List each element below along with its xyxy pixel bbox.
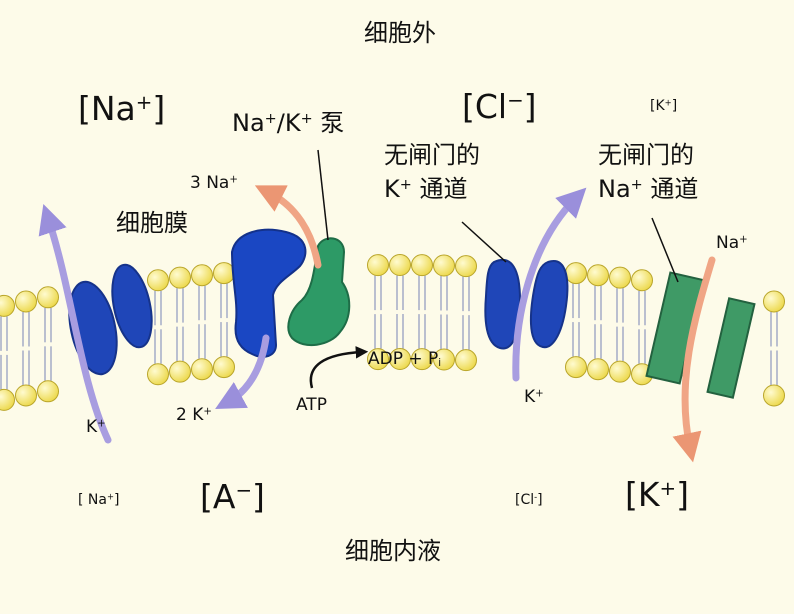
- lipid-tail-pair: [462, 276, 470, 350]
- left-k-efflux-arrow: [38, 204, 112, 444]
- na-channel: [645, 271, 756, 399]
- outside-region-label: 细胞外: [364, 19, 436, 47]
- lipid-head: [191, 264, 213, 287]
- lipid-tail-pair: [176, 288, 184, 362]
- k-influx-arrow: [215, 334, 270, 410]
- k-channel: [484, 259, 569, 350]
- atp-label: ATP: [296, 395, 327, 415]
- lipid-head: [367, 254, 389, 277]
- lipid-head: [37, 380, 59, 403]
- lipid-head: [565, 356, 587, 379]
- na-channel-flow-label: Na+: [716, 233, 748, 253]
- lipid-tail-pair: [770, 311, 778, 385]
- lipid-head: [565, 262, 587, 285]
- lipid-heads: [0, 254, 785, 411]
- inside-region-label: 细胞内液: [345, 537, 441, 565]
- lipid-head: [455, 349, 477, 372]
- lipid-head: [37, 286, 59, 309]
- lipid-tail-pair: [396, 275, 404, 349]
- inside-k-concentration: [K+]: [625, 475, 689, 514]
- outside-na-concentration: [Na+]: [78, 89, 166, 128]
- lipid-head: [213, 262, 235, 285]
- lipid-head: [367, 348, 389, 371]
- lipid-tail-pair: [440, 276, 448, 350]
- na-channel-leader-line: [651, 217, 679, 283]
- lipid-head: [169, 360, 191, 383]
- lipid-head: [411, 254, 433, 277]
- pump-leader-line: [317, 149, 329, 241]
- na-k-pump: [230, 228, 351, 358]
- lipid-head: [191, 358, 213, 381]
- lipid-head: [0, 294, 15, 317]
- lipid-head: [763, 384, 785, 407]
- na-channel-title-line1: 无闸门的: [598, 141, 694, 169]
- lipid-tail-pair: [572, 283, 580, 357]
- lipid-head: [15, 384, 37, 407]
- lipid-head: [389, 254, 411, 276]
- lipid-tail-pair: [418, 275, 426, 349]
- lipid-tail-pair: [198, 285, 206, 359]
- lipid-head: [631, 269, 653, 292]
- k-channel-leader-line: [461, 221, 507, 263]
- adp-pi-label: ADP + Pi: [368, 349, 442, 370]
- lipid-tail-pair: [638, 290, 646, 364]
- lipid-tail-pair: [154, 290, 162, 364]
- lipid-head: [147, 363, 169, 386]
- lipid-tail-pair: [22, 311, 30, 385]
- pump-k-count: 2 K+: [176, 405, 212, 425]
- lipid-head: [433, 348, 455, 371]
- lipid-tails: [0, 275, 778, 390]
- na-channel-title-line2: Na+ 通道: [598, 175, 699, 203]
- lipid-tail-pair: [594, 285, 602, 359]
- left-k-flow-label: K+: [86, 417, 106, 437]
- k-channel-efflux-arrow: [512, 187, 587, 382]
- lipid-head: [763, 290, 785, 313]
- k-channel-flow-label: K+: [524, 387, 544, 407]
- lipid-tail-pair: [44, 307, 52, 381]
- lipid-head: [15, 290, 37, 313]
- lipid-tail-pair: [220, 283, 228, 357]
- outside-k-concentration: [K+]: [650, 97, 678, 114]
- lipid-head: [609, 360, 631, 383]
- inside-a-concentration: [A−]: [200, 477, 265, 516]
- lipid-head: [147, 269, 169, 292]
- membrane-label: 细胞膜: [116, 209, 188, 237]
- lipid-head: [587, 264, 609, 287]
- atp-hydrolysis-arrow: [309, 346, 369, 389]
- k-channel-title-line1: 无闸门的: [384, 141, 480, 169]
- lipid-head: [169, 266, 191, 289]
- outside-cl-concentration: [Cl−]: [462, 87, 537, 126]
- pump-title: Na+/K+ 泵: [232, 109, 345, 137]
- na-efflux-arrow: [254, 185, 322, 269]
- lipid-head: [587, 358, 609, 381]
- inside-cl-concentration: [Cl-]: [515, 491, 543, 508]
- lipid-tail-pair: [0, 316, 8, 390]
- lipid-head: [213, 356, 235, 379]
- lipid-tail-pair: [374, 275, 382, 349]
- lipid-head: [0, 388, 15, 411]
- inside-na-concentration: [ Na+]: [78, 491, 120, 508]
- k-channel-title-line2: K+ 通道: [384, 175, 468, 203]
- lipid-head: [411, 348, 433, 371]
- lipid-tail-pair: [616, 288, 624, 362]
- lipid-head: [455, 255, 477, 278]
- na-influx-arrow: [672, 256, 716, 463]
- pump-na-count: 3 Na+: [190, 173, 238, 193]
- lipid-head: [609, 266, 631, 289]
- lipid-head: [433, 254, 455, 277]
- lipid-head: [389, 348, 411, 370]
